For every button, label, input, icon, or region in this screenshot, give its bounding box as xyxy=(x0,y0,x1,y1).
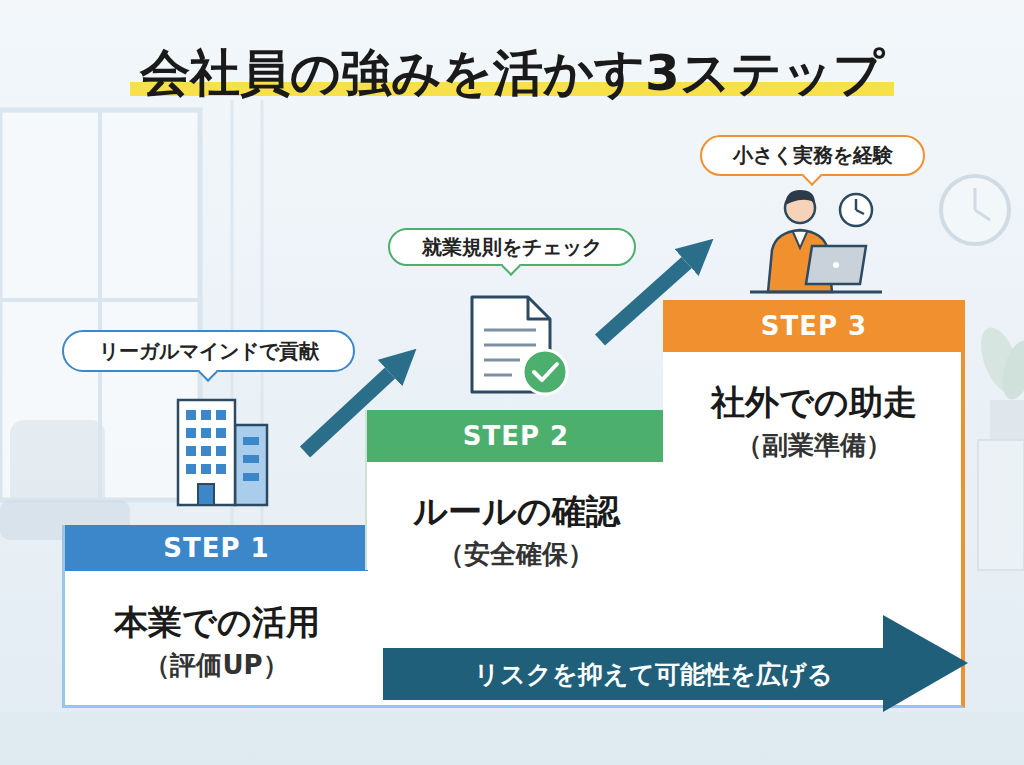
step-title: 社外での助走 xyxy=(711,379,917,425)
document-icon xyxy=(472,297,567,394)
person-at-laptop xyxy=(750,190,882,292)
step-block: STEP 3 社外での助走（副業準備） xyxy=(663,300,965,570)
step-header: STEP 1 xyxy=(65,525,368,571)
bubble-tail xyxy=(198,362,218,382)
window xyxy=(0,100,262,540)
bubble-tail xyxy=(501,256,521,276)
step-subtitle: （評価UP） xyxy=(144,645,288,685)
arrow-text: リスクを抑えて可能性を広げる xyxy=(474,658,833,691)
step-header: STEP 3 xyxy=(663,300,965,352)
arrow-text-area: リスクを抑えて可能性を広げる xyxy=(383,648,923,700)
step-block: STEP 2ルールの確認（安全確保） xyxy=(365,410,663,570)
step-subtitle: （安全確保） xyxy=(438,534,594,574)
title-wrap: 会社員の強みを活かす3ステップ xyxy=(0,38,1024,120)
progress-arrow: リスクを抑えて可能性を広げる xyxy=(383,615,968,712)
callout-text: 小さく実務を経験 xyxy=(733,142,893,169)
step-body: 本業での活用（評価UP） xyxy=(65,596,368,688)
callout-bubble: 小さく実務を経験 xyxy=(700,135,925,176)
step-title: ルールの確認 xyxy=(413,488,620,534)
step-body: 社外での助走（副業準備） xyxy=(663,372,965,472)
arrow-fill xyxy=(383,615,968,712)
step-label: STEP 2 xyxy=(463,421,569,451)
wall-clock xyxy=(941,176,1009,244)
building-icon xyxy=(178,400,267,505)
callout-bubble: 就業規則をチェック xyxy=(388,228,636,266)
step-label: STEP 1 xyxy=(163,533,269,563)
floor xyxy=(0,712,1024,765)
plant xyxy=(973,323,1024,440)
callout-text: リーガルマインドで貢献 xyxy=(99,338,319,365)
step-header: STEP 2 xyxy=(367,410,665,462)
step-arrow xyxy=(600,263,687,340)
callout-bubble: リーガルマインドで貢献 xyxy=(62,330,355,372)
step-label: STEP 3 xyxy=(761,311,867,341)
chair xyxy=(0,420,130,540)
step-arrow xyxy=(305,373,390,452)
cabinet xyxy=(978,440,1024,570)
step-title: 本業での活用 xyxy=(114,599,320,645)
step-body: ルールの確認（安全確保） xyxy=(367,481,665,581)
diagram-title: 会社員の強みを活かす3ステップ xyxy=(130,44,894,102)
step-subtitle: （副業準備） xyxy=(736,425,892,465)
bubble-tail xyxy=(802,166,822,186)
